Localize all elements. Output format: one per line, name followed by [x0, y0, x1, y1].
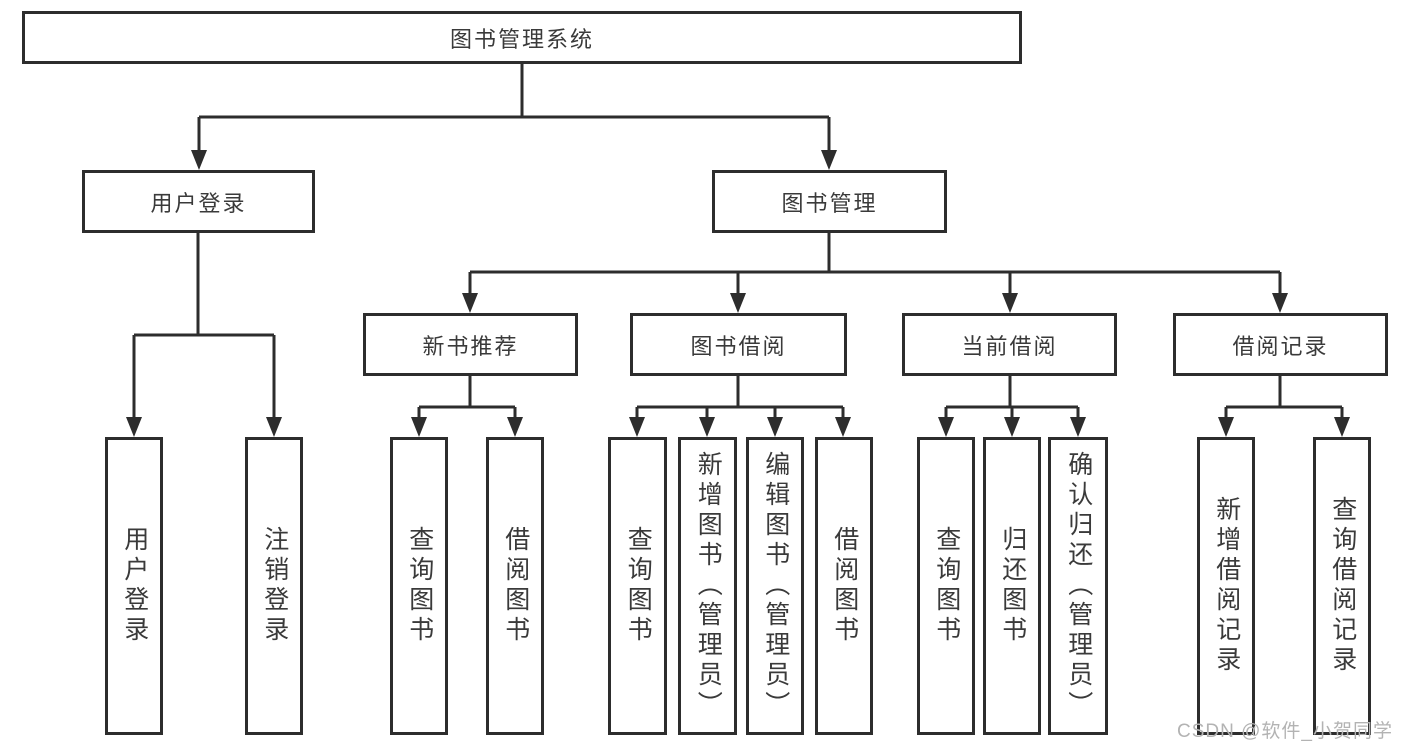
node-label: 新增借阅记录	[1212, 496, 1241, 676]
arrowhead-icon	[1218, 417, 1234, 437]
arrowhead-icon	[462, 293, 478, 313]
node-label: 查询图书	[405, 526, 434, 646]
node-label: 用户登录	[120, 526, 149, 646]
confirm-return-admin-leaf-node: 确认归还（管理员）	[1048, 437, 1108, 735]
arrowhead-icon	[767, 417, 783, 437]
arrowhead-icon	[1002, 293, 1018, 313]
query-borrow-record-leaf-node: 查询借阅记录	[1313, 437, 1371, 735]
arrowhead-icon	[629, 417, 645, 437]
arrowhead-icon	[126, 417, 142, 437]
return-book-leaf-node: 归还图书	[983, 437, 1041, 735]
arrowhead-icon	[1004, 417, 1020, 437]
node-label: 查询借阅记录	[1328, 496, 1357, 676]
node-label: 查询图书	[624, 526, 653, 646]
arrowhead-icon	[411, 417, 427, 437]
arrowhead-icon	[266, 417, 282, 437]
root-node: 图书管理系统	[22, 11, 1022, 64]
book-borrow-node: 图书借阅	[630, 313, 847, 376]
arrowhead-icon	[821, 150, 837, 170]
node-label: 借阅图书	[830, 526, 859, 646]
user-login-leaf-node: 用户登录	[105, 437, 163, 735]
add-book-admin-leaf-node: 新增图书（管理员）	[678, 437, 737, 735]
borrow-record-node: 借阅记录	[1173, 313, 1388, 376]
node-label: 归还图书	[998, 526, 1027, 646]
user-login-module-node: 用户登录	[82, 170, 315, 233]
node-label: 当前借阅	[961, 333, 1058, 359]
node-label: 编辑图书（管理员）	[761, 451, 790, 721]
arrowhead-icon	[1070, 417, 1086, 437]
arrowhead-icon	[507, 417, 523, 437]
new-book-recommend-node: 新书推荐	[363, 313, 578, 376]
node-label: 图书借阅	[690, 333, 787, 359]
query-book-leaf-node-3: 查询图书	[917, 437, 975, 735]
watermark: CSDN @软件_小贺同学	[1177, 721, 1393, 742]
node-label: 确认归还（管理员）	[1064, 451, 1093, 721]
arrowhead-icon	[191, 150, 207, 170]
node-label: 图书管理系统	[449, 26, 594, 52]
arrowhead-icon	[1334, 417, 1350, 437]
node-label: 图书管理	[781, 190, 878, 216]
query-book-leaf-node-2: 查询图书	[608, 437, 667, 735]
book-management-node: 图书管理	[712, 170, 947, 233]
node-label: 借阅图书	[501, 526, 530, 646]
node-label: 查询图书	[932, 526, 961, 646]
arrowhead-icon	[835, 417, 851, 437]
node-label: 注销登录	[260, 526, 289, 646]
arrowhead-icon	[1272, 293, 1288, 313]
add-borrow-record-leaf-node: 新增借阅记录	[1197, 437, 1255, 735]
node-label: 新增图书（管理员）	[694, 451, 723, 721]
current-borrow-node: 当前借阅	[902, 313, 1117, 376]
borrow-book-leaf-node-2: 借阅图书	[815, 437, 873, 735]
arrowhead-icon	[938, 417, 954, 437]
arrowhead-icon	[730, 293, 746, 313]
logout-leaf-node: 注销登录	[245, 437, 303, 735]
query-book-leaf-node-1: 查询图书	[390, 437, 448, 735]
edit-book-admin-leaf-node: 编辑图书（管理员）	[746, 437, 804, 735]
node-label: 用户登录	[150, 190, 247, 216]
arrowhead-icon	[699, 417, 715, 437]
borrow-book-leaf-node-1: 借阅图书	[486, 437, 544, 735]
node-label: 借阅记录	[1232, 333, 1329, 359]
node-label: 新书推荐	[422, 333, 519, 359]
